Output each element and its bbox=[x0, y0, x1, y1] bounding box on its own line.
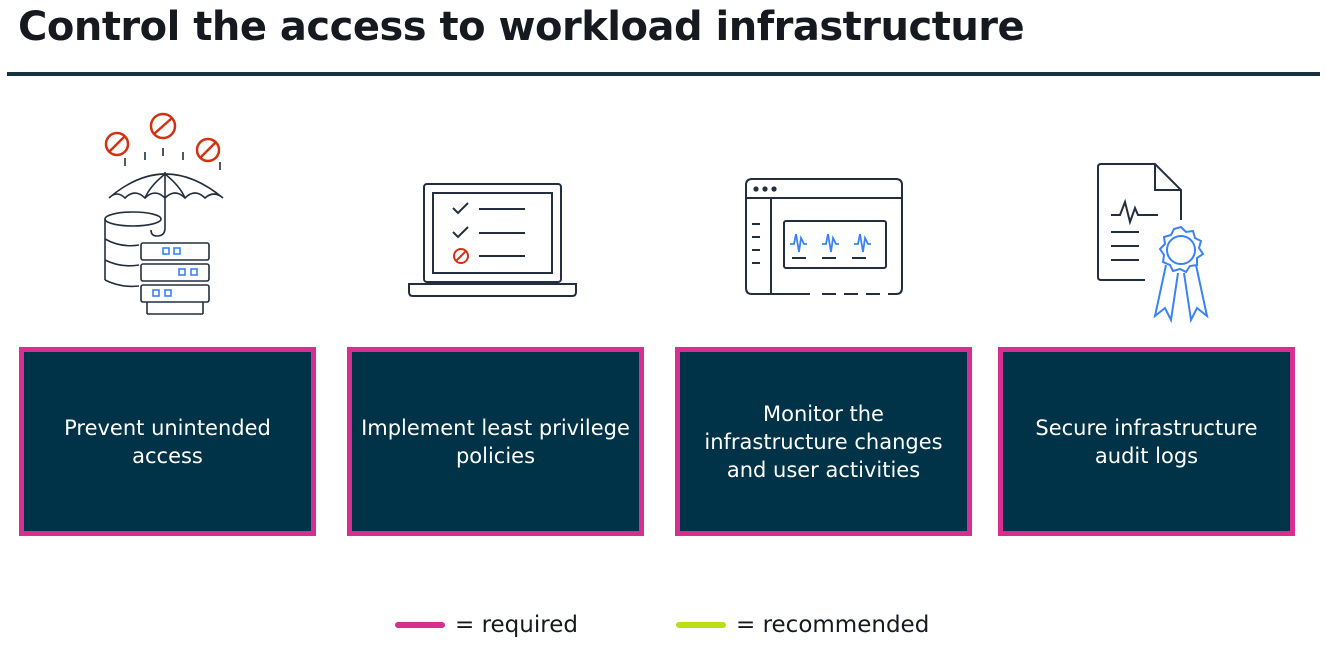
monitor-waveform-icon bbox=[745, 178, 903, 295]
required-swatch bbox=[395, 622, 445, 628]
card-prevent-unintended-access: Prevent unintended access bbox=[19, 347, 316, 536]
umbrella-database-icon bbox=[104, 112, 224, 315]
title-underline bbox=[7, 72, 1320, 76]
card-label: Secure infrastructure audit logs bbox=[1035, 415, 1258, 468]
legend-recommended: = recommended bbox=[676, 612, 929, 638]
card-secure-audit-logs: Secure infrastructure audit logs bbox=[998, 347, 1295, 536]
legend-label: = recommended bbox=[736, 612, 930, 638]
card-monitor-infrastructure-changes: Monitor the infrastructure changes and u… bbox=[675, 347, 972, 536]
page-title: Control the access to workload infrastru… bbox=[18, 4, 1025, 50]
card-label: Monitor the infrastructure changes and u… bbox=[704, 401, 943, 482]
card-label: Implement least privilege policies bbox=[361, 415, 630, 468]
certified-document-icon bbox=[1097, 163, 1209, 324]
card-label: Prevent unintended access bbox=[64, 415, 271, 468]
laptop-checklist-icon bbox=[408, 183, 577, 297]
recommended-swatch bbox=[676, 622, 726, 628]
legend-required: = required bbox=[395, 612, 578, 638]
card-least-privilege-policies: Implement least privilege policies bbox=[347, 347, 644, 536]
legend-label: = required bbox=[455, 612, 578, 638]
